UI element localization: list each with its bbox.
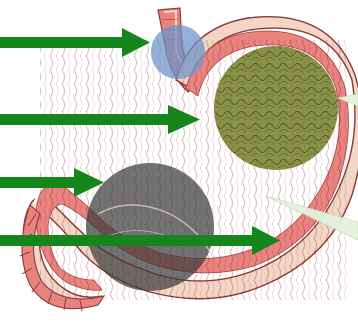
pylorus-highlight (86, 163, 214, 291)
fundus-highlight (214, 46, 338, 170)
cardia-highlight (151, 25, 205, 79)
